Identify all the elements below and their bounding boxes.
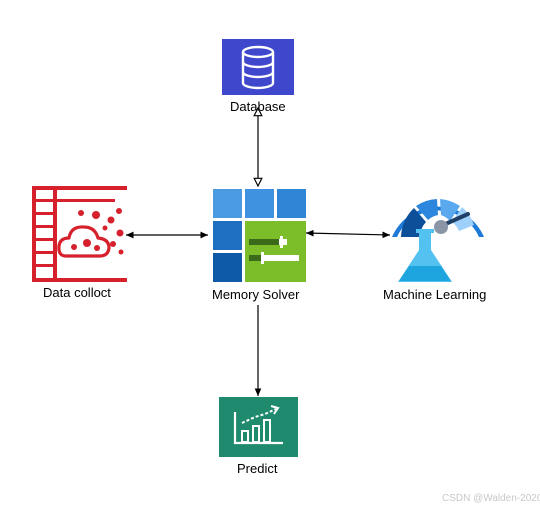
data-collection-icon [32, 186, 127, 282]
edge-solver-ml [305, 229, 391, 239]
predict-chart-icon [219, 397, 298, 457]
memory-solver-icon [213, 189, 306, 282]
machine-learning-icon [392, 199, 484, 282]
data-collect-label: Data colloct [43, 285, 111, 300]
watermark: CSDN @Walden-2020 [442, 493, 540, 504]
machine-learning-label: Machine Learning [383, 287, 487, 302]
database-label: Database [230, 99, 286, 114]
memory-solver-label: Memory Solver [212, 287, 300, 302]
database-icon [222, 39, 294, 95]
predict-label: Predict [237, 461, 278, 476]
